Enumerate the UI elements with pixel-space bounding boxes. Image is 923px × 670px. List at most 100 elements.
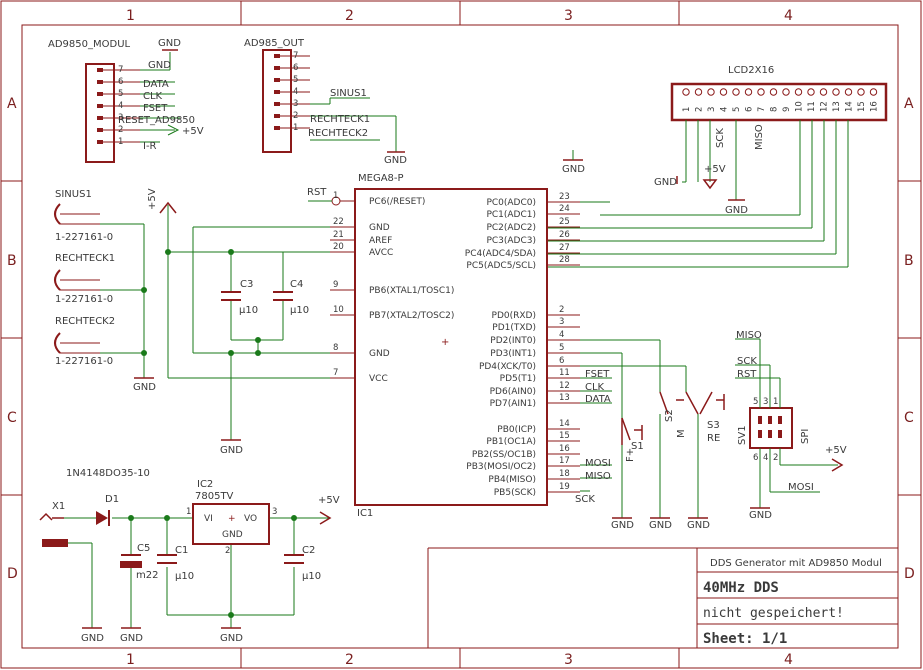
row-label-d: D: [7, 566, 18, 582]
mcu-right-pin-name: PD4(XCK/T0): [479, 362, 536, 372]
spi-net-sck: SCK: [737, 356, 757, 367]
diode-name: D1: [105, 494, 119, 505]
mcu-right-pin-num: 6: [559, 356, 564, 366]
ad9850-pin-1: 1: [118, 137, 123, 147]
mcu-net-miso: MISO: [585, 471, 611, 482]
mcu-rst-net: RST: [307, 187, 327, 198]
switch-s2-func: M: [676, 429, 687, 438]
mcu-right-pin-name: PD6(AIN0): [490, 387, 536, 397]
reg-pin-3: 3: [272, 507, 277, 517]
lcd-pin-label-5: 5: [732, 107, 742, 112]
mcu-left-pin-num: 9: [333, 280, 338, 290]
mcu-right-pin-num: 12: [559, 381, 570, 391]
ad9850-net-clk: CLK: [143, 91, 163, 102]
mcu-left-pin-num: 21: [333, 230, 344, 240]
ad9850-net-data: DATA: [143, 79, 169, 90]
mcu-right-pin-name: PB3(MOSI/OC2): [466, 462, 536, 472]
mcu-right-pin-num: 23: [559, 192, 570, 202]
ad9850-pin-4: 4: [118, 101, 123, 111]
lcd-pin-label-11: 11: [807, 101, 817, 112]
reg-pin-2: 2: [225, 546, 230, 556]
spi-net-mosi: MOSI: [788, 482, 814, 493]
spi-net-gnd: GND: [749, 510, 772, 521]
lcd-pin-label-3: 3: [707, 107, 717, 112]
lcd-pin-8: [769, 88, 778, 96]
ad9850-net-ir: I-R: [143, 141, 157, 152]
mcu-left-pin-name: PB6(XTAL1/TOSC1): [369, 286, 454, 296]
row-label-b-right: B: [904, 253, 914, 269]
mcu-left-pin-name: GND: [369, 223, 390, 233]
mcu-left-pin-name: AREF: [369, 236, 392, 246]
lcd-pin-label-13: 13: [832, 101, 842, 112]
mcu-left-pins: 1PC6(/RESET)22GND21AREF20AVCC9PB6(XTAL1/…: [330, 191, 454, 384]
switch-s1-func: F+: [625, 448, 636, 462]
switch-gnd-3: GND: [687, 520, 710, 531]
spi-pin-6: 6: [753, 453, 758, 463]
spi-net-miso: MISO: [736, 330, 762, 341]
mcu-net-data: DATA: [585, 394, 611, 405]
out-pin-5: 5: [293, 75, 298, 85]
mcu-right-pin-name: PD3(INT1): [490, 349, 536, 359]
lcd-pin-label-9: 9: [782, 107, 792, 112]
mcu-right-pin-num: 18: [559, 469, 570, 479]
mcu-right-pin-num: 2: [559, 305, 564, 315]
ad9850-pin-6: 6: [118, 77, 123, 87]
gnd-top-mid: GND: [562, 150, 585, 175]
mcu-right-pin-num: 27: [559, 243, 570, 253]
mcu-right-pin-name: PC2(ADC2): [486, 223, 536, 233]
ad9850-gnd-label: GND: [158, 38, 181, 49]
lcd-pin-6: [744, 88, 753, 96]
mcu-net-sck: SCK: [575, 494, 595, 505]
mcu-left-pin-num: 1: [333, 191, 338, 201]
lcd-name: LCD2X16: [728, 65, 774, 76]
power-out-label: +5V: [318, 495, 340, 506]
mcu-right-pin-name: PC5(ADC5/SCL): [466, 261, 536, 271]
lcd-pin-12: [819, 88, 828, 96]
mcu-right-pin-num: 26: [559, 230, 570, 240]
mcu-right-pin-name: PC4(ADC4/SDA): [465, 249, 536, 259]
power-gnd-3: GND: [220, 633, 243, 644]
col-label-4: 4: [784, 8, 793, 24]
bnc-rechteck2-name: RECHTECK2: [55, 316, 115, 327]
switch-s2-name: S2: [664, 409, 675, 422]
lcd-pin-11: [807, 88, 815, 96]
mcu-left-pin-name: PC6(/RESET): [369, 197, 425, 207]
mcu-left-pin-name: AVCC: [369, 248, 393, 258]
c4-value: µ10: [290, 305, 309, 316]
mcu-right-pin-num: 17: [559, 456, 570, 466]
mcu-left-pin-num: 20: [333, 242, 344, 252]
mcu-name: MEGA8-P: [358, 173, 404, 184]
lcd-pin-1: [682, 88, 690, 96]
row-label-b: B: [7, 253, 17, 269]
reg-gnd: GND: [222, 530, 243, 540]
ad9850-net-reset: RESET_AD9850: [118, 115, 195, 126]
mcu-left-pin-name: VCC: [369, 374, 388, 384]
c3-value: µ10: [239, 305, 258, 316]
lcd-pin-13: [832, 88, 840, 96]
mcu-net-clk: CLK: [585, 382, 605, 393]
bnc-rechteck1-part: 1-227161-0: [55, 294, 113, 305]
out-pin-7: 7: [293, 51, 298, 61]
lcd-sck-label: SCK: [715, 128, 726, 148]
col-label-4-bottom: 4: [784, 652, 793, 668]
mcu-right-pin-name: PD1(TXD): [492, 323, 536, 333]
reg-vo: VO: [244, 514, 257, 524]
mcu-right-pin-name: PD5(T1): [500, 374, 536, 384]
out-gnd-label: GND: [384, 155, 407, 166]
frame-labels: 1 2 3 4 1 2 3 4 A B C D A B C D: [7, 8, 915, 668]
mcu-right-pin-name: PB2(SS/OC1B): [472, 450, 536, 460]
mcu-right-pin-name: PB4(MISO): [488, 475, 536, 485]
mcu-right-pin-name: PD2(INT0): [490, 336, 536, 346]
mcu-right-pin-name: PC0(ADC0): [486, 198, 536, 208]
lcd-pin-7: [757, 88, 765, 96]
power-gnd-2: GND: [120, 633, 143, 644]
gnd-mid-label: GND: [562, 164, 585, 175]
out-pin-1: 1: [293, 123, 298, 133]
switch-s3-func: RE: [707, 433, 720, 444]
subtitle-text: 40MHz DDS: [703, 580, 779, 596]
ad9850-net-5v: +5V: [182, 126, 204, 137]
spi-pin-5: 5: [753, 397, 758, 407]
mcu-origin-mark: +: [441, 337, 449, 348]
mcu-right-pin-num: 11: [559, 368, 570, 378]
